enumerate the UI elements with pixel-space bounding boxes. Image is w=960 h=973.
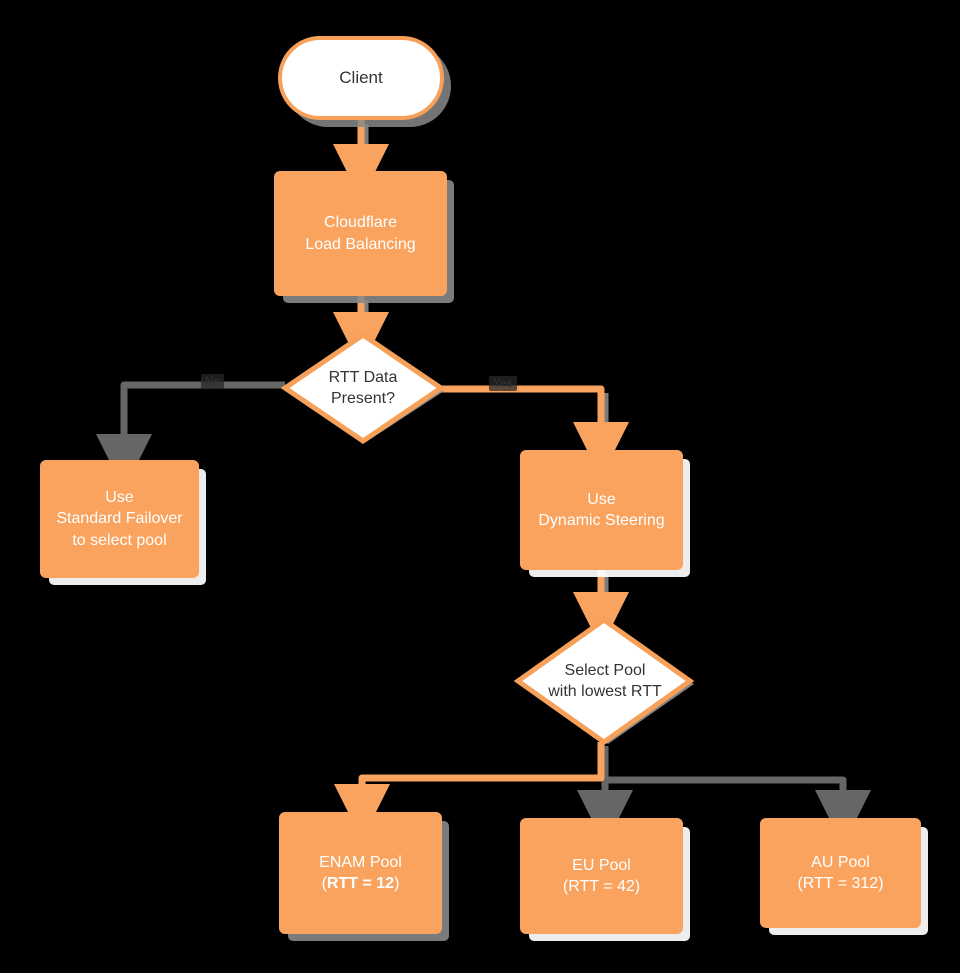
edge-select-to-enam — [334, 742, 605, 840]
node-au-pool[interactable]: AU Pool (RTT = 312) — [760, 818, 921, 928]
node-enam-pool-paren-open: ( — [321, 875, 327, 892]
node-rtt-data-present-label: RTT Data Present? — [328, 368, 398, 407]
diamond-shape — [513, 616, 695, 746]
node-standard-failover-label: Use Standard Failover to select pool — [56, 489, 183, 549]
edge-rtt-to-failover — [96, 381, 285, 490]
node-select-pool-lowest-rtt-label: Select Pool with lowest RTT — [548, 661, 662, 700]
node-rtt-data-present[interactable]: RTT Data Present? — [278, 332, 448, 444]
node-client[interactable]: Client — [278, 36, 444, 120]
node-au-pool-label: AU Pool (RTT = 312) — [797, 853, 884, 892]
node-enam-pool-paren-close: ) — [394, 875, 400, 892]
edge-rtt-to-dynamic — [437, 385, 629, 478]
node-dynamic-steering[interactable]: Use Dynamic Steering — [520, 450, 683, 570]
node-cloudflare-load-balancing[interactable]: Cloudflare Load Balancing — [274, 171, 447, 296]
node-enam-pool-line1: ENAM Pool — [319, 853, 402, 871]
node-dynamic-steering-label: Use Dynamic Steering — [538, 490, 665, 529]
node-eu-pool-label: EU Pool (RTT = 42) — [562, 856, 641, 895]
node-enam-pool-rtt-value: RTT = 12 — [326, 875, 395, 892]
edge-label-yes: Yes — [489, 376, 517, 392]
edge-select-to-au — [605, 776, 871, 846]
diamond-shape — [280, 332, 446, 444]
node-select-pool-lowest-rtt[interactable]: Select Pool with lowest RTT — [512, 616, 698, 746]
node-cloudflare-load-balancing-label: Cloudflare Load Balancing — [305, 214, 416, 253]
edge-label-no: No — [201, 374, 225, 390]
node-standard-failover[interactable]: Use Standard Failover to select pool — [40, 460, 199, 578]
node-client-label: Client — [339, 67, 383, 87]
node-enam-pool-label: ENAM Pool (RTT = 12) — [313, 852, 408, 894]
node-eu-pool[interactable]: EU Pool (RTT = 42) — [520, 818, 683, 934]
node-enam-pool[interactable]: ENAM Pool (RTT = 12) — [279, 812, 442, 934]
